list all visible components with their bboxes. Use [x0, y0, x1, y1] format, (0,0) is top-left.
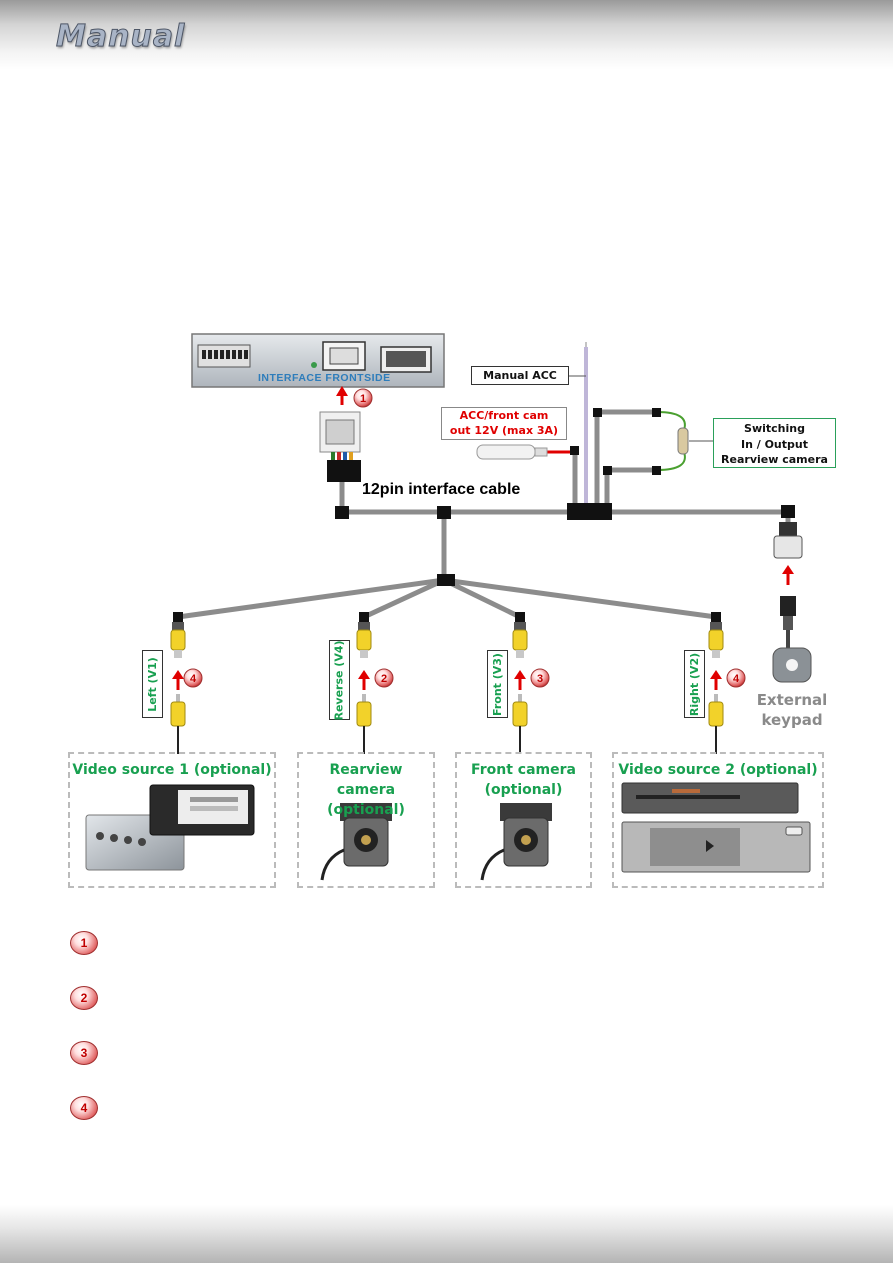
rca-male-plugs	[170, 694, 724, 754]
input-label-front-text: Front (V3)	[491, 652, 504, 716]
rca-arrows	[172, 565, 794, 690]
rearview-camera-title-line2: (optional)	[327, 802, 405, 818]
external-keypad-line2: keypad	[761, 711, 823, 729]
acc-out-pin	[476, 444, 548, 460]
switching-line2: In / Output	[740, 437, 808, 451]
step-badge-right: 4	[733, 673, 740, 685]
rearview-camera-title: Rearview camera (optional)	[299, 760, 433, 820]
brand-logo: Manual	[55, 19, 186, 55]
video-source-2-box: Video source 2 (optional)	[612, 752, 824, 888]
switching-line1: Switching	[744, 422, 805, 435]
input-label-reverse: Reverse (V4)	[329, 640, 350, 720]
step-badge-front: 3	[537, 673, 543, 685]
rearview-camera-title-line1: Rearview camera	[329, 762, 403, 798]
video-source-1-box: Video source 1 (optional)	[68, 752, 276, 888]
12pin-connector	[319, 411, 361, 482]
cable-joints	[173, 408, 795, 622]
input-label-left: Left (V1)	[142, 650, 163, 718]
legend-badge-4-text: 4	[80, 1101, 88, 1115]
legend-badge-2: 2	[70, 986, 98, 1010]
interface-unit	[191, 333, 445, 388]
external-keypad-line1: External	[756, 691, 828, 709]
legend-badge-2-text: 2	[80, 991, 88, 1005]
step-badge-reverse: 2	[381, 673, 387, 685]
front-camera-device	[480, 803, 552, 881]
header-bar	[0, 0, 893, 70]
front-camera-box: Front camera (optional)	[455, 752, 592, 888]
legend-badge-1: 1	[70, 931, 98, 955]
interface-frontside-label: INTERFACE FRONTSIDE	[258, 372, 391, 384]
external-keypad-label: External keypad	[752, 690, 832, 730]
video-source-1-title: Video source 1 (optional)	[72, 762, 272, 778]
switch-green-wire	[656, 411, 686, 471]
input-label-right-text: Right (V2)	[688, 652, 702, 716]
keypad-connector	[773, 522, 803, 648]
video-source-1-device	[85, 784, 255, 871]
manual-acc-label: Manual ACC	[471, 366, 569, 385]
switch-inline-connector	[677, 427, 689, 455]
step-badges: 1 4 2 3 4	[183, 388, 746, 688]
main-cable	[177, 409, 791, 620]
rca-female-plugs	[170, 622, 724, 658]
step-badge-left: 4	[190, 673, 197, 685]
legend-badge-3-text: 3	[80, 1046, 88, 1060]
legend-badge-4: 4	[70, 1096, 98, 1120]
input-label-right: Right (V2)	[684, 650, 705, 718]
arrow-interface-head	[336, 386, 348, 396]
input-label-front: Front (V3)	[487, 650, 508, 718]
legend-badge-3: 3	[70, 1041, 98, 1065]
video-source-2-device	[621, 782, 811, 873]
legend-badge-1-text: 1	[80, 936, 88, 950]
acc-front-cam-label: ACC/front cam out 12V (max 3A)	[441, 407, 567, 440]
rearview-camera-device	[320, 803, 392, 881]
switching-label: Switching In / Output Rearview camera	[713, 418, 836, 468]
acc-front-cam-line2: out 12V (max 3A)	[449, 424, 559, 437]
input-label-left-text: Left (V1)	[146, 656, 160, 712]
rearview-camera-box: Rearview camera (optional)	[297, 752, 435, 888]
front-camera-title-line2: (optional)	[484, 782, 563, 798]
video-source-2-title: Video source 2 (optional)	[618, 762, 818, 778]
switching-line3: Rearview camera	[721, 453, 828, 466]
step-badge-interface: 1	[360, 393, 366, 405]
keypad-device	[772, 647, 812, 683]
cable-title: 12pin interface cable	[362, 481, 521, 498]
footer-bar	[0, 1205, 893, 1263]
front-camera-title: Front camera (optional)	[457, 760, 590, 800]
acc-front-cam-line1: ACC/front cam	[459, 409, 549, 422]
input-label-reverse-text: Reverse (V4)	[333, 639, 347, 721]
front-camera-title-line1: Front camera	[471, 762, 576, 778]
